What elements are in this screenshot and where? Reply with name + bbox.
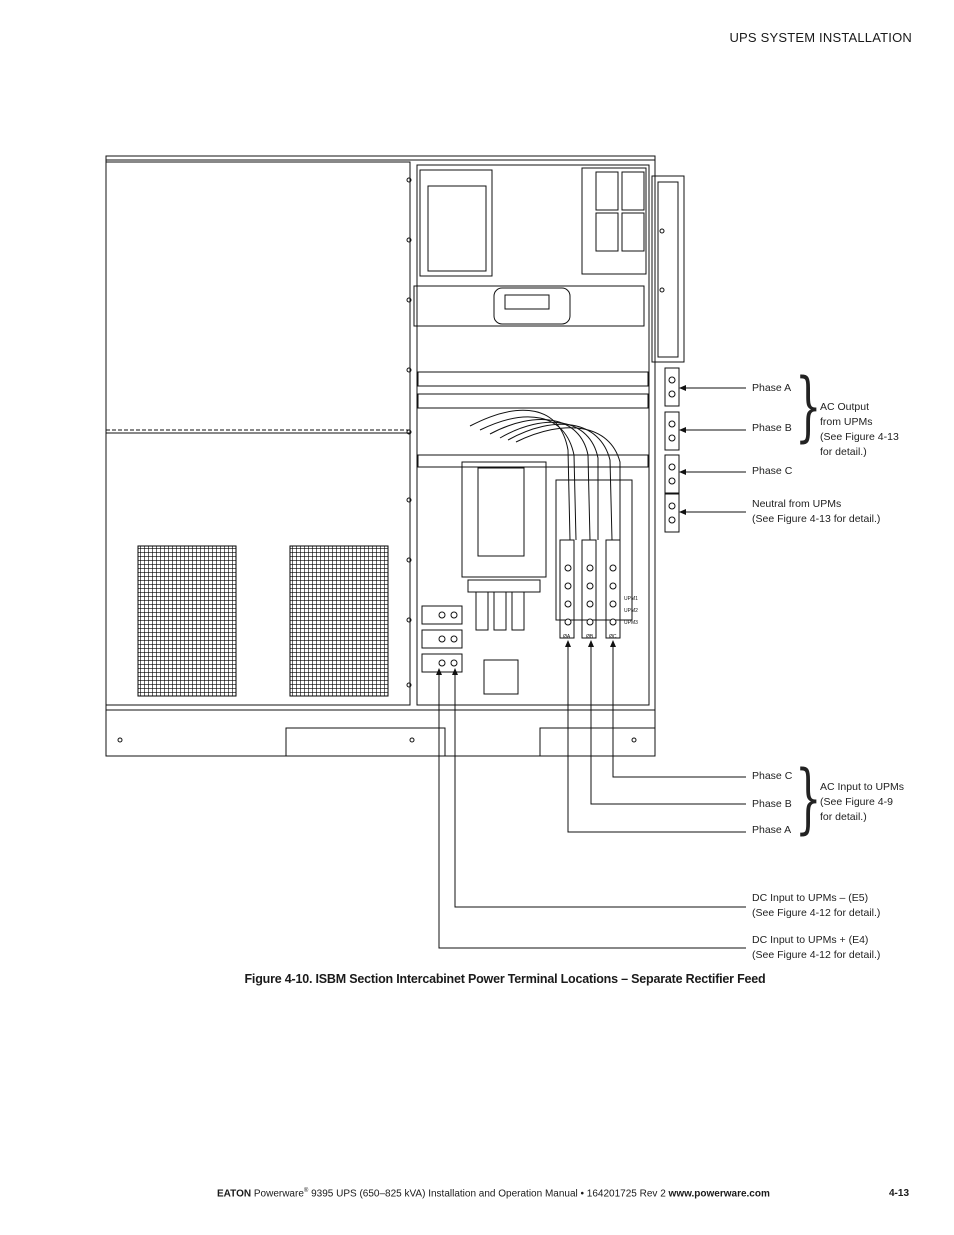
control-board xyxy=(419,169,493,277)
label-ac-output-phase-a: Phase A xyxy=(752,382,792,394)
vent-grill-left xyxy=(137,545,237,697)
ac-input-brace: } xyxy=(795,753,822,842)
figure-caption: Figure 4-10. ISBM Section Intercabinet P… xyxy=(244,972,766,986)
label-ac-input-phase-b: Phase B xyxy=(752,798,792,810)
display-strip xyxy=(413,285,645,327)
mark-phase-b: ØB xyxy=(586,634,594,640)
footer-text: EATON Powerware® 9395 UPS (650–825 kVA) … xyxy=(217,1188,770,1199)
mark-upm1: UPM1 xyxy=(624,596,638,602)
side-panel xyxy=(651,175,685,363)
neutral-label: Neutral from UPMs (See Figure 4-13 for d… xyxy=(752,498,881,525)
footer-url: www.powerware.com xyxy=(668,1188,770,1200)
footer-manual-title: 9395 UPS (650–825 kVA) Installation and … xyxy=(308,1188,669,1200)
vent-grill-right xyxy=(289,545,389,697)
ac-output-brace: } xyxy=(795,361,822,450)
mark-upm2: UPM2 xyxy=(624,608,638,614)
label-ac-output-phase-b: Phase B xyxy=(752,422,792,434)
footer-product: Powerware xyxy=(253,1188,304,1200)
label-ac-input-phase-c: Phase C xyxy=(752,770,793,782)
front-display xyxy=(493,287,571,325)
ac-input-group-label: AC Input to UPMs (See Figure 4-9 for det… xyxy=(820,781,905,823)
mark-phase-a: ØA xyxy=(563,634,571,640)
mark-upm3: UPM3 xyxy=(624,620,638,626)
page-number: 4-13 xyxy=(889,1188,910,1199)
dc-negative-label: DC Input to UPMs – (E5) (See Figure 4-12… xyxy=(752,892,881,919)
footer-brand: EATON xyxy=(217,1188,252,1200)
section-header: UPS SYSTEM INSTALLATION xyxy=(729,30,912,45)
dc-positive-label: DC Input to UPMs + (E4) (See Figure 4-12… xyxy=(752,934,881,961)
footer-registered: ® xyxy=(303,1188,309,1194)
mark-phase-c: ØC xyxy=(609,634,617,640)
ac-output-group-label: AC Output from UPMs (See Figure 4-13 for… xyxy=(820,401,899,458)
label-ac-input-phase-a: Phase A xyxy=(752,824,792,836)
label-ac-output-phase-c: Phase C xyxy=(752,465,793,477)
